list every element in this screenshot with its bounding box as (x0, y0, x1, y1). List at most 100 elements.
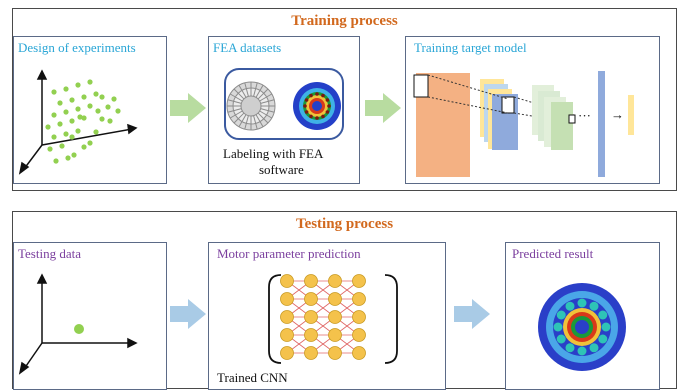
x-axis-arrowhead (127, 123, 138, 135)
testing-data-panel: Testing data (13, 242, 167, 390)
testing-title: Testing process (295, 216, 394, 232)
testing-arrow-1 (170, 299, 206, 329)
testing-data-title: Testing data (18, 246, 81, 261)
z-axis (23, 342, 43, 370)
scatter-point (71, 152, 77, 158)
neuron-node (280, 274, 294, 288)
conv-kernel (501, 96, 515, 114)
scatter-point (87, 79, 93, 85)
scatter-point (115, 108, 121, 114)
scatter-point (75, 106, 81, 112)
scatter-point (107, 118, 113, 124)
scatter-point (63, 86, 69, 92)
design-scatter-plot (18, 69, 138, 175)
neuron-node (304, 328, 318, 342)
scatter-point (75, 128, 81, 134)
neuron-node (352, 346, 366, 360)
scatter-point (57, 100, 63, 106)
fea-bracket (224, 68, 344, 140)
scatter-point (47, 146, 53, 152)
neuron-node (352, 274, 366, 288)
conv-layer-2d (551, 102, 573, 150)
testing-arrow-2 (454, 299, 490, 329)
motor-parameter-prediction-title: Motor parameter prediction (217, 246, 361, 261)
design-of-experiments-panel: Design of experiments (13, 36, 167, 184)
trained-cnn-caption: Trained CNN (217, 370, 288, 385)
scatter-point (81, 115, 87, 121)
z-axis-arrowhead (18, 361, 30, 375)
y-axis-arrowhead (36, 273, 48, 284)
scatter-point (99, 116, 105, 122)
neuron-node (352, 292, 366, 306)
x-axis (41, 128, 133, 146)
training-target-model-panel: Training target model ··· → (405, 36, 660, 184)
scatter-point (105, 104, 111, 110)
left-bracket (268, 274, 282, 364)
fea-datasets-title: FEA datasets (213, 40, 282, 55)
neuron-node (304, 310, 318, 324)
training-arrow-2 (365, 93, 401, 123)
scatter-point (75, 82, 81, 88)
neuron-node (304, 292, 318, 306)
neuron-node (328, 328, 342, 342)
scatter-point (87, 103, 93, 109)
conv-kernel-2 (568, 114, 576, 124)
scatter-point (99, 94, 105, 100)
scatter-point (45, 124, 51, 130)
x-axis-arrowhead (127, 337, 138, 349)
scatter-point (93, 91, 99, 97)
scatter-point (95, 108, 101, 114)
neuron-node (328, 274, 342, 288)
scatter-point (111, 96, 117, 102)
design-of-experiments-title: Design of experiments (18, 40, 136, 55)
scatter-point (53, 158, 59, 164)
training-arrow-1 (170, 93, 206, 123)
right-bracket (384, 274, 398, 364)
scatter-point (51, 89, 57, 95)
scatter-point (87, 140, 93, 146)
test-point (74, 324, 84, 334)
scatter-point (51, 134, 57, 140)
scatter-point (93, 129, 99, 135)
neuron-node (280, 292, 294, 306)
neuron-node (352, 328, 366, 342)
neuron-node (328, 310, 342, 324)
scatter-points (45, 79, 121, 164)
predicted-field-map (538, 283, 626, 371)
trained-cnn-network (268, 274, 398, 364)
neuron-node (304, 274, 318, 288)
scatter-point (63, 109, 69, 115)
fea-images (224, 68, 344, 140)
training-target-model-title: Training target model (414, 40, 527, 55)
neuron-node (280, 328, 294, 342)
predicted-result-panel: Predicted result (505, 242, 660, 390)
z-axis-arrowhead (18, 161, 30, 175)
motor-mesh-image (226, 81, 276, 131)
fea-field-image (293, 82, 341, 130)
scatter-point (77, 114, 83, 120)
testing-data-plot (18, 273, 138, 375)
y-axis-arrowhead (36, 69, 48, 80)
scatter-point (57, 121, 63, 127)
neuron-node (280, 346, 294, 360)
scatter-point (51, 112, 57, 118)
neuron-node (280, 310, 294, 324)
scatter-point (81, 144, 87, 150)
scatter-point (81, 94, 87, 100)
training-title: Training process (291, 13, 398, 29)
fea-caption-line-1: Labeling with FEA (223, 146, 324, 161)
cnn-architecture-diagram (413, 71, 634, 177)
dense-layer (598, 71, 605, 177)
scatter-point (63, 131, 69, 137)
z-axis (23, 144, 43, 170)
scatter-point (69, 97, 75, 103)
cnn-output-arrow: → (611, 107, 624, 122)
fea-datasets-panel: FEA datasets Labeling with FEA software (208, 36, 360, 184)
scatter-point (69, 134, 75, 140)
neuron-node (328, 292, 342, 306)
scatter-point (59, 143, 65, 149)
scatter-point (69, 118, 75, 124)
output-layer (628, 95, 634, 135)
predicted-result-title: Predicted result (512, 246, 594, 261)
neuron-node (304, 346, 318, 360)
